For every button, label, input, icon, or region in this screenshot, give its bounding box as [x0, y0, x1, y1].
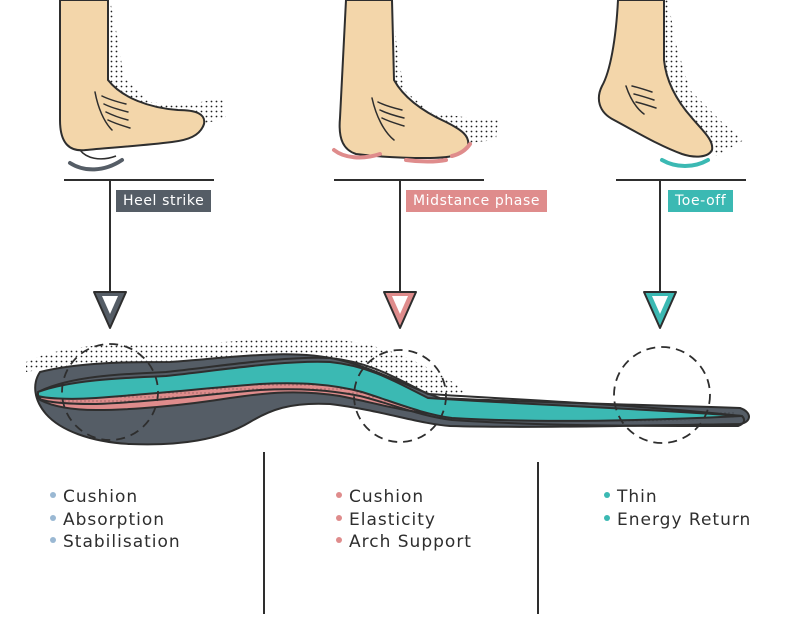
bullet-dot	[604, 492, 610, 498]
list-item: Energy Return	[604, 509, 751, 532]
bullet-dot	[336, 514, 342, 521]
list-item: Thin	[604, 486, 751, 509]
list-item: Cushion	[50, 486, 181, 509]
bullet-dot	[336, 537, 342, 543]
list-item: Cushion	[336, 486, 472, 509]
midstance-phase-label: Midstance phase	[406, 190, 548, 212]
toe-off-features: Thin Energy Return	[604, 486, 751, 531]
bullet-dot	[50, 492, 56, 498]
bullet-dot	[604, 514, 610, 521]
midstance-features: Cushion Elasticity Arch Support	[336, 486, 472, 554]
list-item: Absorption	[50, 509, 181, 532]
feature-text: Cushion	[63, 487, 139, 507]
feature-text: Energy Return	[617, 509, 752, 530]
heel-strike-label: Heel strike	[116, 190, 212, 212]
midstance-foot	[332, 0, 498, 181]
feature-text: Elasticity	[349, 509, 436, 530]
feature-text: Thin	[617, 487, 658, 507]
heel-strike-foot	[59, 0, 226, 181]
toe-off-arrow	[643, 180, 677, 329]
list-item: Stabilisation	[50, 531, 181, 554]
insole	[26, 338, 750, 446]
bullet-dot	[50, 514, 56, 521]
bullet-dot	[50, 537, 56, 543]
toe-off-label: Toe-off	[668, 190, 734, 212]
list-item: Elasticity	[336, 509, 472, 532]
bullet-dot	[336, 492, 342, 498]
feature-text: Absorption	[63, 509, 166, 530]
heel-strike-features: Cushion Absorption Stabilisation	[50, 486, 181, 554]
heel-arrow	[93, 180, 127, 329]
midstance-arrow	[383, 180, 417, 329]
feature-text: Arch Support	[349, 532, 472, 552]
toe-off-foot	[597, 0, 746, 181]
list-item: Arch Support	[336, 531, 472, 554]
feature-text: Stabilisation	[63, 532, 181, 552]
feature-text: Cushion	[349, 487, 425, 507]
